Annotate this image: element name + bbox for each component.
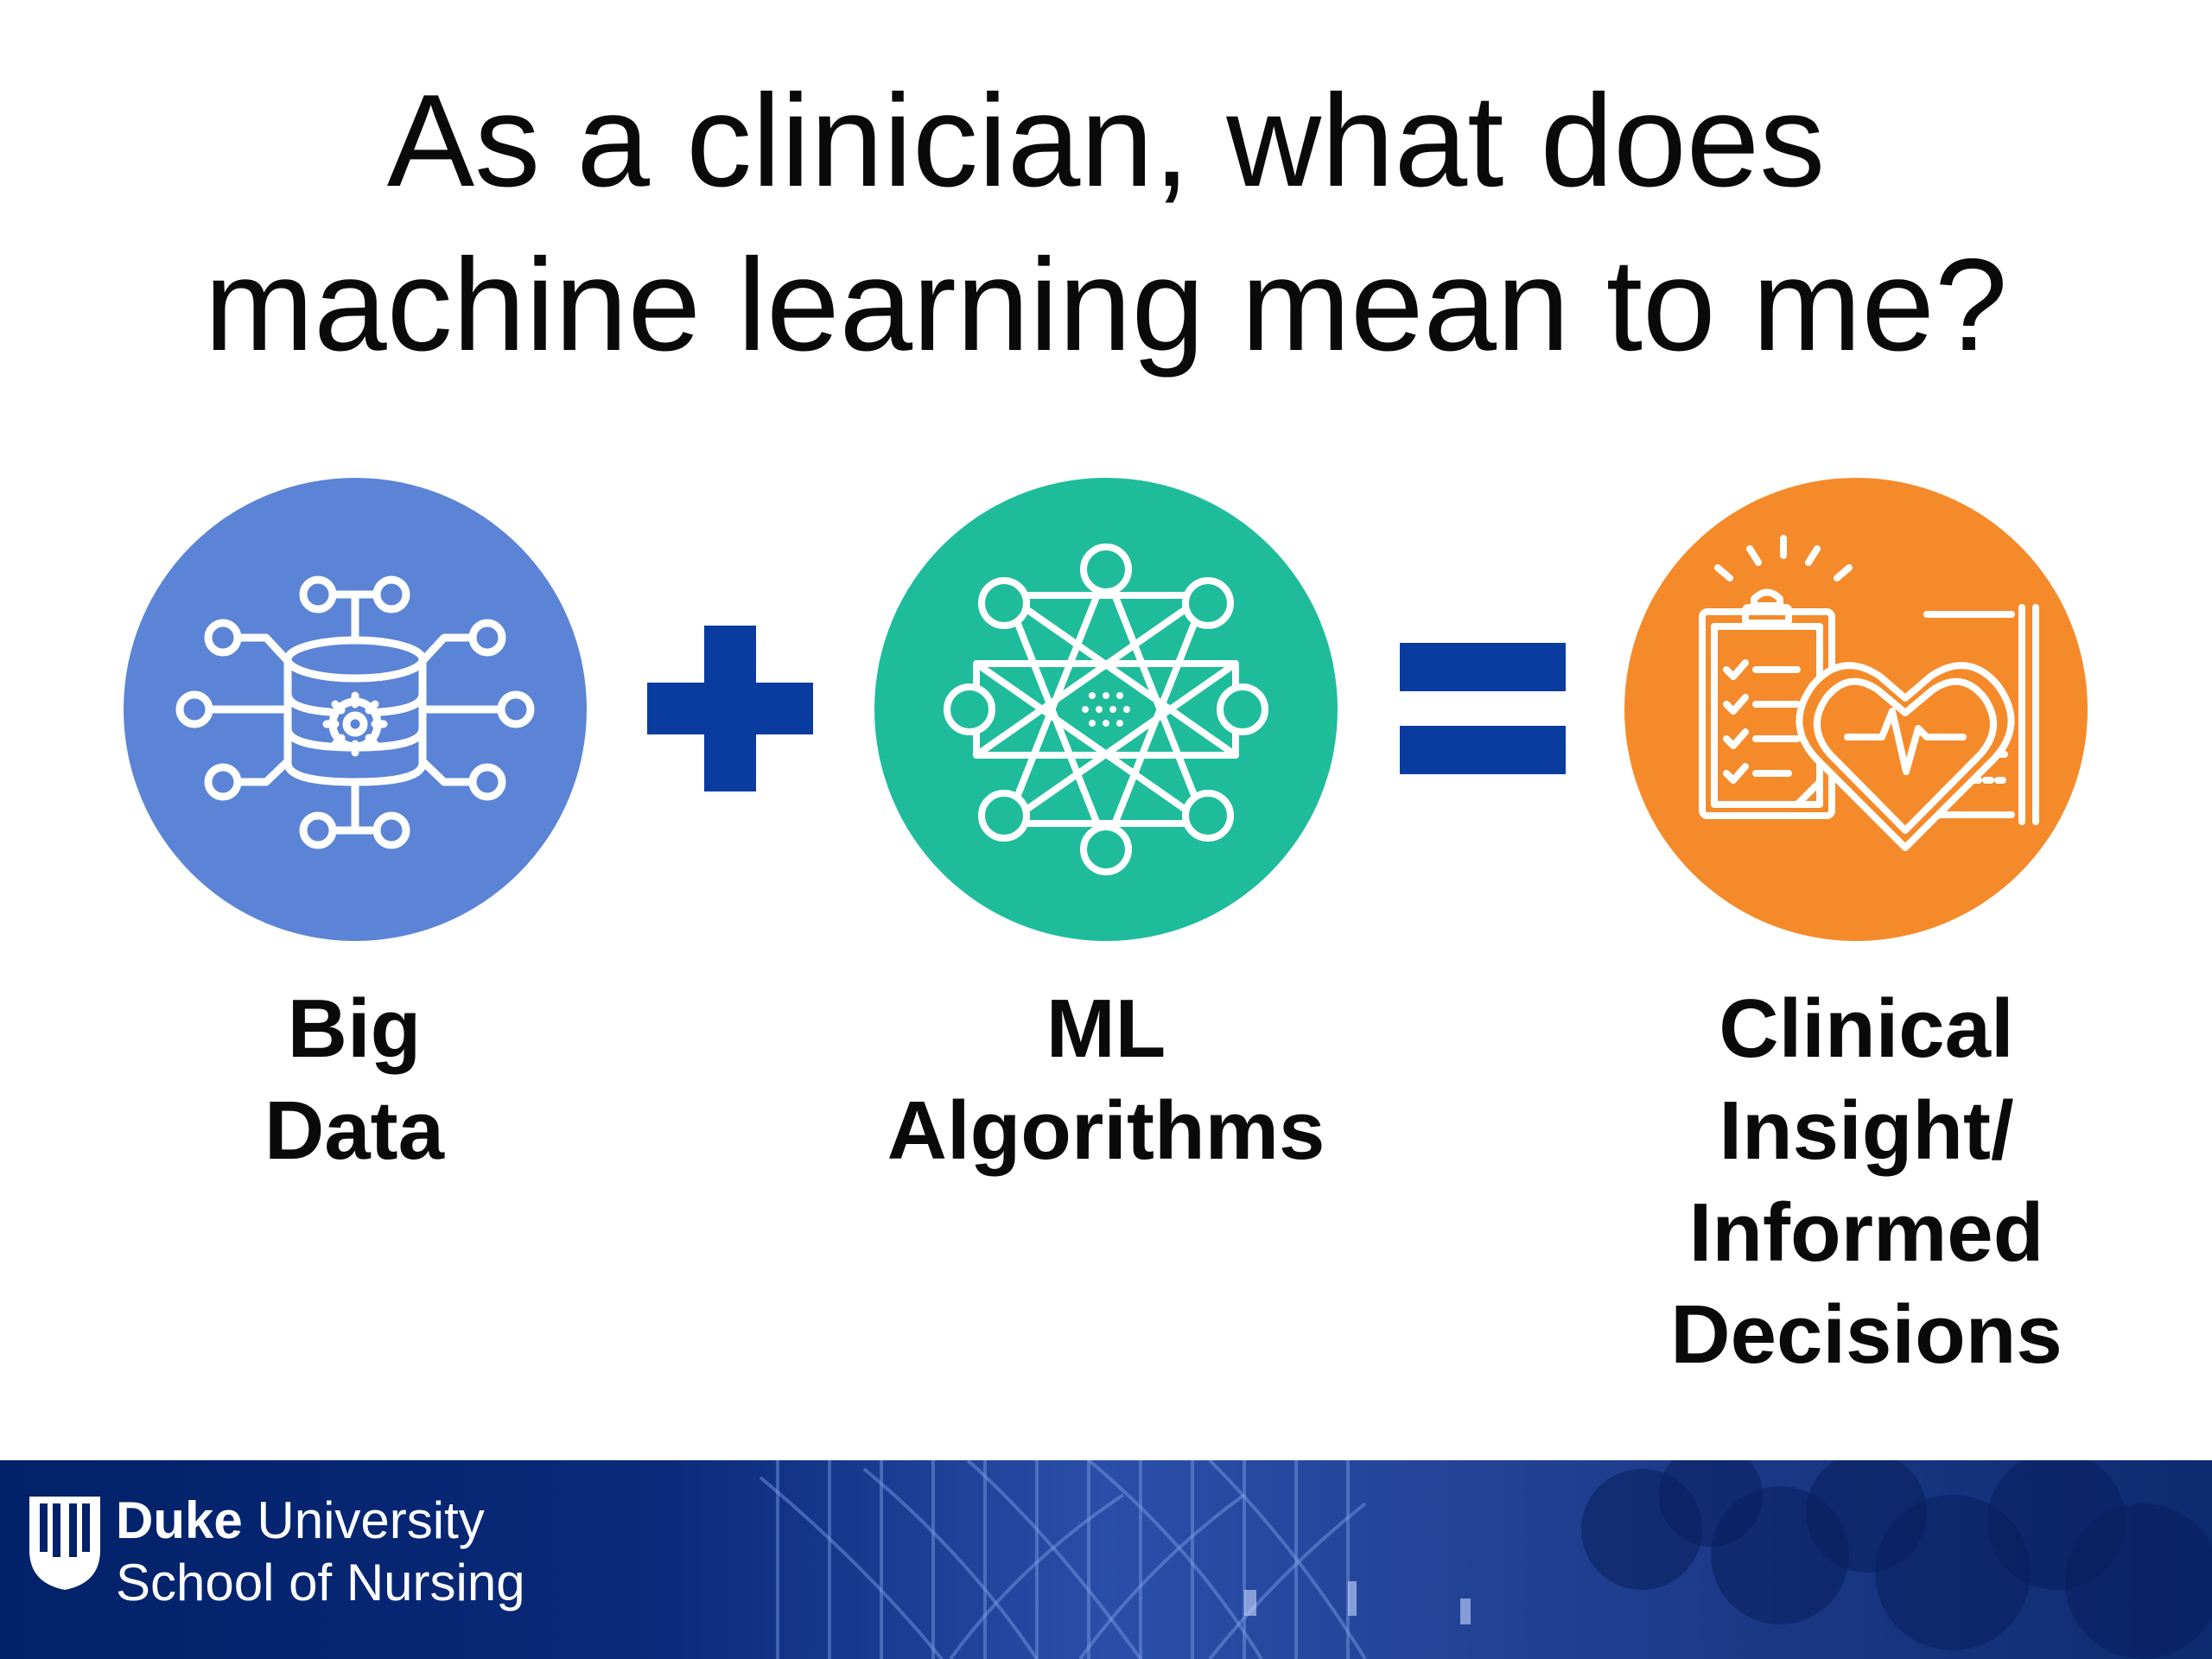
neural-network-icon xyxy=(944,543,1268,875)
clinical-insight-label: Clinical Insight/ Informed Decisions xyxy=(1590,978,2143,1386)
label-line: Decisions xyxy=(1670,1288,2063,1381)
clipboard-heart-icon xyxy=(1699,535,2039,851)
plus-icon xyxy=(647,626,813,791)
ml-algorithms-circle xyxy=(874,478,1338,941)
clinical-insight-circle xyxy=(1624,478,2088,941)
label-line: ML xyxy=(1046,982,1166,1075)
org-name-line: Duke University xyxy=(116,1490,525,1552)
logo-text: Duke University School of Nursing xyxy=(116,1490,525,1614)
database-gear-icon xyxy=(175,575,535,849)
footer-banner: Duke University School of Nursing xyxy=(0,1460,2212,1659)
org-rest: University xyxy=(257,1491,485,1549)
org-bold: Duke xyxy=(116,1491,243,1549)
label-line: Algorithms xyxy=(887,1084,1325,1177)
school-name: School of Nursing xyxy=(116,1554,525,1611)
big-data-circle xyxy=(124,478,587,941)
label-line: Big xyxy=(287,982,422,1075)
big-data-label: Big Data xyxy=(138,978,570,1182)
ml-algorithms-label: ML Algorithms xyxy=(847,978,1365,1182)
label-line: Clinical xyxy=(1719,982,2014,1075)
slide-title: As a clinician, what does machine learni… xyxy=(0,59,2212,387)
title-line-2: machine learning mean to me? xyxy=(204,232,2008,378)
campus-photo-background xyxy=(0,1460,2212,1659)
duke-chapel-shield-icon xyxy=(29,1497,100,1590)
label-line: Insight/ xyxy=(1719,1084,2014,1177)
title-line-1: As a clinician, what does xyxy=(386,67,1826,214)
label-line: Data xyxy=(264,1084,445,1177)
equals-icon xyxy=(1400,643,1566,774)
label-line: Informed xyxy=(1688,1186,2044,1279)
